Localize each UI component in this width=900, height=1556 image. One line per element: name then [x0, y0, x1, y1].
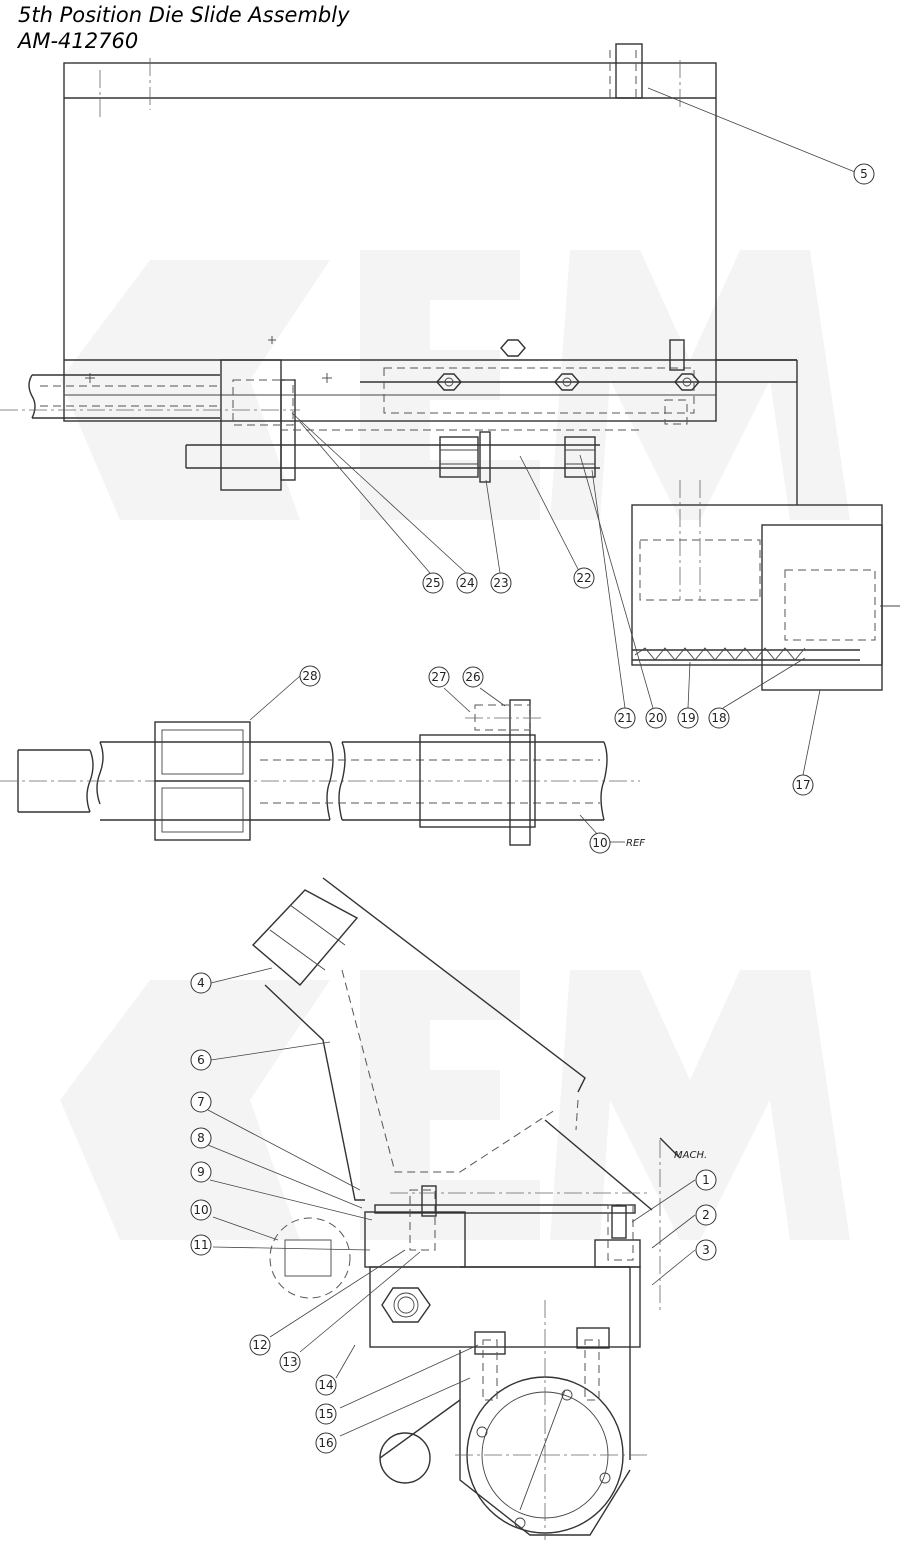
callout-27: 27: [428, 666, 450, 688]
svg-text:17: 17: [795, 778, 810, 792]
callout-2: 2: [695, 1204, 717, 1226]
callout-4: 4: [190, 972, 212, 994]
svg-text:4: 4: [197, 976, 205, 990]
callout-25: 25: [422, 572, 444, 594]
callout-3: 3: [695, 1239, 717, 1261]
drawing-title: 5th Position Die Slide Assembly: [18, 3, 350, 27]
callout-22: 22: [573, 567, 595, 589]
callout-19: 19: [677, 707, 699, 729]
svg-text:24: 24: [459, 576, 474, 590]
svg-text:10: 10: [592, 836, 607, 850]
callout-10-ref: 10: [589, 832, 611, 854]
callout-28: 28: [299, 665, 321, 687]
callout-16: 16: [315, 1432, 337, 1454]
callout-1: 1: [695, 1169, 717, 1191]
svg-text:8: 8: [197, 1131, 205, 1145]
svg-text:25: 25: [425, 576, 440, 590]
svg-text:23: 23: [493, 576, 508, 590]
svg-text:6: 6: [197, 1053, 205, 1067]
callout-7: 7: [190, 1091, 212, 1113]
callout-13: 13: [279, 1351, 301, 1373]
callout-11: 11: [190, 1234, 212, 1256]
callout-12: 12: [249, 1334, 271, 1356]
callout-23: 23: [490, 572, 512, 594]
svg-text:15: 15: [318, 1407, 333, 1421]
svg-text:7: 7: [197, 1095, 205, 1109]
see-reference-note: REF: [626, 838, 645, 849]
top-view: [0, 43, 900, 691]
callout-18: 18: [708, 707, 730, 729]
svg-text:14: 14: [318, 1378, 333, 1392]
svg-text:11: 11: [193, 1238, 208, 1252]
callout-26: 26: [462, 666, 484, 688]
callout-24: 24: [456, 572, 478, 594]
svg-text:16: 16: [318, 1436, 333, 1450]
shaft-view: [0, 699, 640, 846]
watermark-logo-bottom: [60, 970, 850, 1240]
svg-text:19: 19: [680, 711, 695, 725]
svg-text:12: 12: [252, 1338, 267, 1352]
callout-9: 9: [190, 1161, 212, 1183]
svg-text:5: 5: [860, 167, 868, 181]
callout-14: 14: [315, 1374, 337, 1396]
svg-text:3: 3: [702, 1243, 710, 1257]
svg-text:28: 28: [302, 669, 317, 683]
callout-8: 8: [190, 1127, 212, 1149]
leader-lines: REF: [207, 87, 856, 1437]
svg-text:13: 13: [282, 1355, 297, 1369]
end-view: MACH.: [251, 877, 707, 1540]
svg-text:21: 21: [617, 711, 632, 725]
callout-20: 20: [645, 707, 667, 729]
svg-text:26: 26: [465, 670, 480, 684]
svg-text:2: 2: [702, 1208, 710, 1222]
callout-21: 21: [614, 707, 636, 729]
svg-text:20: 20: [648, 711, 663, 725]
svg-text:22: 22: [576, 571, 591, 585]
callout-6: 6: [190, 1049, 212, 1071]
svg-text:27: 27: [431, 670, 446, 684]
svg-text:9: 9: [197, 1165, 205, 1179]
svg-text:1: 1: [702, 1173, 710, 1187]
callout-5: 5: [853, 163, 875, 185]
callout-17: 17: [792, 774, 814, 796]
svg-text:18: 18: [711, 711, 726, 725]
machine-centerline-label: MACH.: [674, 1150, 707, 1161]
callout-10: 10: [190, 1199, 212, 1221]
callout-15: 15: [315, 1403, 337, 1425]
watermark-logo-top: [60, 250, 850, 520]
svg-text:10: 10: [193, 1203, 208, 1217]
part-number: AM-412760: [18, 29, 139, 53]
